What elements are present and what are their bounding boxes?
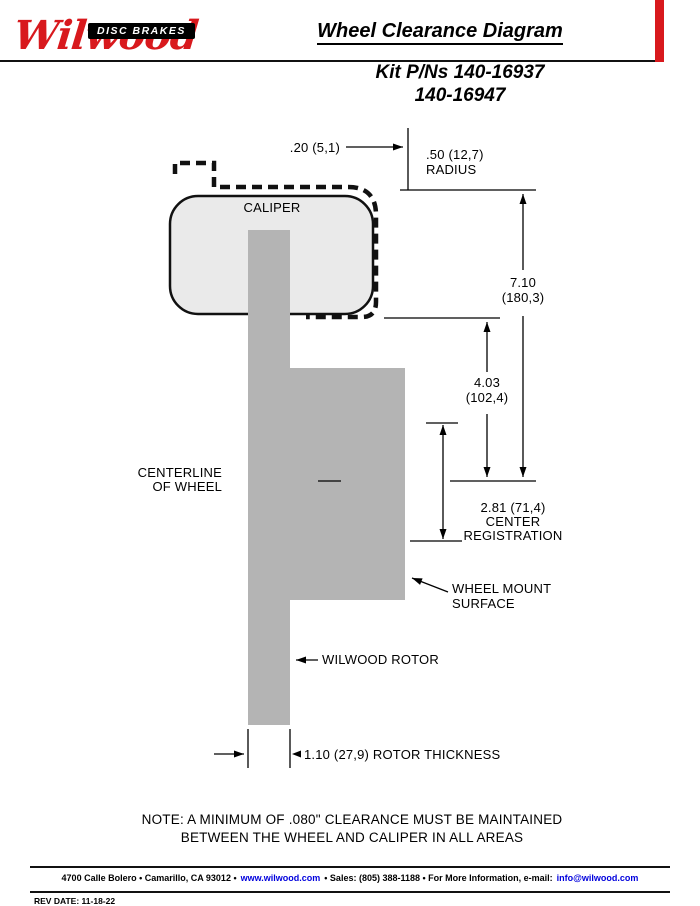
footer-rule-top — [30, 866, 670, 868]
rev-date: REV DATE: 11-18-22 — [34, 896, 116, 906]
clearance-note: NOTE: A MINIMUM OF .080" CLEARANCE MUST … — [55, 811, 649, 847]
kit-number-line2: 140-16947 — [414, 85, 506, 106]
dimension-lines — [214, 128, 536, 768]
dim-403-inches: 4.03 — [473, 375, 501, 390]
centerline-word1: CENTERLINE — [137, 465, 222, 480]
wheel-mount-word1: WHEEL MOUNT — [452, 581, 552, 596]
dim-281-value: 2.81 (71,4) — [480, 500, 546, 515]
dim-403-mm: (102,4) — [465, 390, 509, 405]
footer-web-link[interactable]: www.wilwood.com — [240, 873, 321, 883]
dim-710-inches: 7.10 — [509, 275, 537, 290]
dim-710-mm: (180,3) — [501, 290, 545, 305]
note-line1: NOTE: A MINIMUM OF .080" CLEARANCE MUST … — [141, 812, 563, 827]
footer-email-link[interactable]: info@wilwood.com — [556, 873, 639, 883]
radius-value: .50 (12,7) — [426, 147, 484, 162]
kit-number-line1: Kit P/Ns 140-16937 — [375, 62, 545, 83]
footer-address: 4700 Calle Bolero • Camarillo, CA 93012 … — [61, 873, 237, 883]
caliper-label: CALIPER — [243, 200, 301, 215]
centerline-of-wheel-label: CENTERLINE OF WHEEL — [110, 466, 222, 494]
wheel-clearance-envelope — [172, 160, 379, 320]
footer-contact-line: 4700 Calle Bolero • Camarillo, CA 93012 … — [15, 873, 685, 883]
center-word: CENTER — [485, 514, 541, 529]
wheel-mount-word2: SURFACE — [452, 596, 515, 611]
radius-word: RADIUS — [426, 162, 477, 177]
rotor-cross-section — [248, 230, 405, 725]
dim-710-label: 7.10 (180,3) — [493, 275, 553, 305]
red-accent-bar — [655, 0, 664, 62]
thickness-arrow-right — [292, 750, 301, 758]
footer-rule-bottom — [30, 891, 670, 893]
note-line2: BETWEEN THE WHEEL AND CALIPER IN ALL ARE… — [180, 830, 524, 845]
page-title: Wheel Clearance Diagram — [285, 20, 595, 45]
disc-brakes-badge: DISC BRAKES — [88, 23, 195, 39]
dim-403-label: 4.03 (102,4) — [457, 375, 517, 405]
centerline-word2: OF WHEEL — [152, 479, 222, 494]
wheel-mount-leader — [411, 577, 449, 593]
rotor-thickness-label: 1.10 (27,9) ROTOR THICKNESS — [304, 747, 501, 762]
header-rule — [0, 60, 655, 62]
registration-word: REGISTRATION — [463, 528, 563, 543]
center-registration-label: 2.81 (71,4) CENTER REGISTRATION — [457, 501, 569, 543]
dim-020-label: .20 (5,1) — [289, 140, 340, 155]
wheel-mount-surface-label: WHEEL MOUNT SURFACE — [452, 581, 551, 611]
wilwood-rotor-label: WILWOOD ROTOR — [322, 652, 439, 667]
footer-sales: • Sales: (805) 388-1188 • For More Infor… — [324, 873, 553, 883]
radius-label: .50 (12,7) RADIUS — [426, 147, 484, 177]
